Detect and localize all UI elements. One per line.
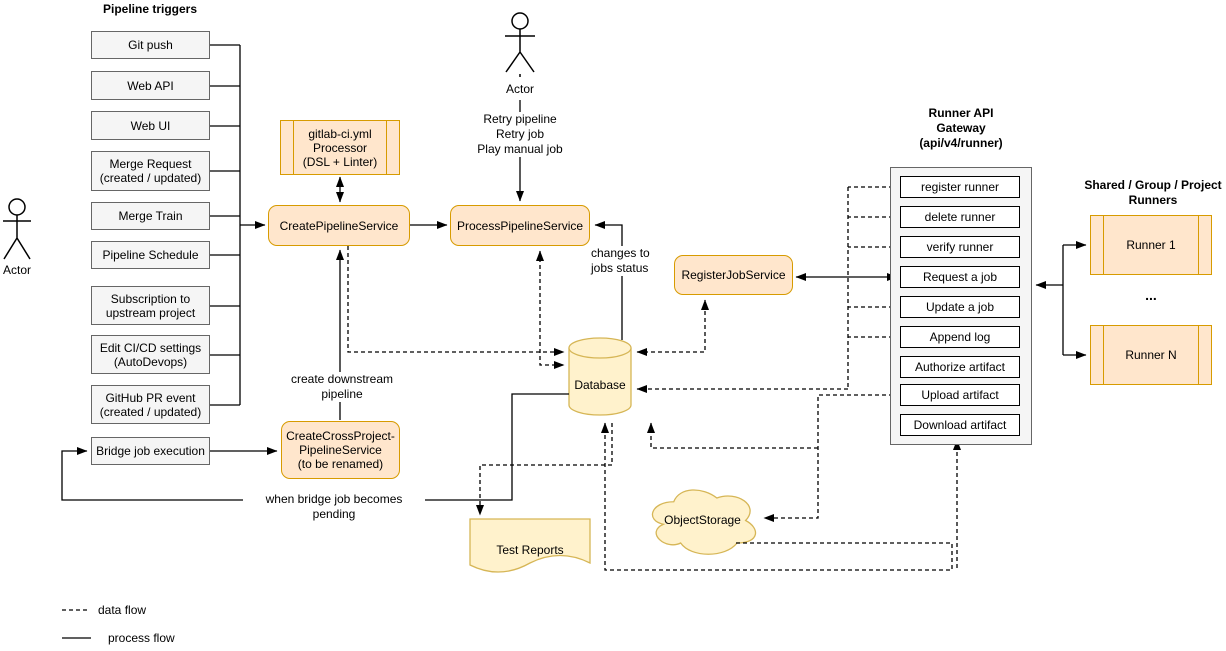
endpoint-verify-runner: verify runner bbox=[900, 236, 1020, 258]
edge-trigger-trunk bbox=[210, 44, 241, 406]
endpoint-upload-artifact: Upload artifact bbox=[900, 384, 1020, 406]
edge-db-to-processpipeline bbox=[594, 221, 623, 340]
endpoint-request-a-job: Request a job bbox=[900, 266, 1020, 288]
runner-1-box: Runner 1 bbox=[1090, 215, 1212, 275]
edge-db-to-testreports bbox=[476, 423, 613, 516]
component-bars bbox=[1103, 216, 1199, 274]
runner-api-gateway-title: Runner API Gateway (api/v4/runner) bbox=[919, 106, 1003, 150]
edge-db-processpipeline bbox=[536, 250, 565, 369]
left-actor-label: Actor bbox=[2, 263, 31, 277]
create-downstream-pipeline-label: create downstream pipeline bbox=[283, 372, 401, 402]
changes-to-jobs-status-label: changes to jobs status bbox=[591, 246, 653, 276]
pipeline-triggers-title: Pipeline triggers bbox=[103, 2, 198, 16]
bridge-job-execution-box: Bridge job execution bbox=[91, 437, 210, 465]
endpoint-authorize-artifact: Authorize artifact bbox=[900, 356, 1020, 378]
trigger-web-ui: Web UI bbox=[91, 111, 210, 140]
edge-upload-to-objectstorage bbox=[763, 394, 900, 522]
trigger-merge-request: Merge Request (created / updated) bbox=[91, 151, 210, 191]
runners-ellipsis: ... bbox=[1145, 287, 1157, 303]
trigger-pipeline-schedule: Pipeline Schedule bbox=[91, 241, 210, 269]
runners-title: Shared / Group / Project Runners bbox=[1084, 178, 1222, 207]
register-job-service-box: RegisterJobService bbox=[674, 255, 793, 295]
when-bridge-job-pending-label: when bridge job becomes pending bbox=[243, 492, 425, 522]
database-label: Database bbox=[574, 378, 626, 392]
legend-data-flow-label: data flow bbox=[98, 603, 147, 617]
object-storage-label: ObjectStorage bbox=[664, 513, 741, 527]
edge-upload-to-db bbox=[647, 422, 818, 449]
component-bars bbox=[1103, 326, 1199, 384]
endpoint-append-log: Append log bbox=[900, 326, 1020, 348]
trigger-github-pr: GitHub PR event (created / updated) bbox=[91, 385, 210, 424]
endpoint-update-a-job: Update a job bbox=[900, 296, 1020, 318]
trigger-subscription: Subscription to upstream project bbox=[91, 286, 210, 325]
trigger-edit-cicd: Edit CI/CD settings (AutoDevops) bbox=[91, 335, 210, 374]
edge-objectstorage-to-db bbox=[601, 422, 953, 571]
left-actor-figure bbox=[3, 198, 31, 260]
create-pipeline-service-box: CreatePipelineService bbox=[268, 205, 410, 246]
edge-db-registerjob bbox=[636, 299, 709, 356]
retry-actions-label: Retry pipeline Retry job Play manual job bbox=[455, 112, 585, 157]
endpoint-register-runner: register runner bbox=[900, 176, 1020, 198]
test-reports-document bbox=[469, 518, 591, 573]
test-reports-label: Test Reports bbox=[496, 543, 564, 557]
trigger-merge-train: Merge Train bbox=[91, 202, 210, 230]
process-pipeline-service-box: ProcessPipelineService bbox=[450, 205, 590, 246]
gitlab-ci-yml-processor-box: gitlab-ci.yml Processor (DSL + Linter) bbox=[280, 120, 400, 175]
top-actor-figure bbox=[505, 12, 535, 80]
create-cross-project-pipeline-service-box: CreateCrossProject- PipelineService (to … bbox=[281, 421, 400, 479]
top-actor-label: Actor bbox=[505, 82, 534, 96]
trigger-git-push: Git push bbox=[91, 31, 210, 59]
database-cylinder bbox=[568, 337, 632, 416]
runner-n-box: Runner N bbox=[1090, 325, 1212, 385]
trigger-web-api: Web API bbox=[91, 71, 210, 100]
endpoint-delete-runner: delete runner bbox=[900, 206, 1020, 228]
legend-process-flow-label: process flow bbox=[108, 631, 175, 645]
edge-createpipeline-to-db bbox=[347, 246, 565, 356]
endpoint-download-artifact: Download artifact bbox=[900, 414, 1020, 436]
component-bars bbox=[293, 121, 387, 174]
